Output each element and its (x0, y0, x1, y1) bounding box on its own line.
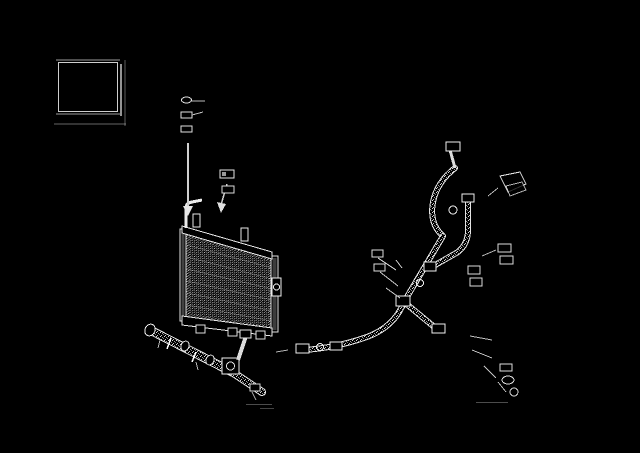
receiver-drier-assembly (144, 323, 266, 401)
legend-box (58, 62, 118, 112)
upper-mid-parts (217, 169, 235, 213)
bottom-center-fittings (275, 341, 343, 354)
center-leaders (371, 249, 403, 299)
line-fittings (395, 141, 475, 334)
right-detail-part (487, 171, 527, 197)
bottom-right-leaders (469, 335, 519, 397)
bottom-faint-marks (246, 402, 508, 409)
legend-frame-rules (54, 59, 126, 126)
right-mid-parts (467, 243, 514, 287)
upper-leader-group (180, 96, 205, 216)
